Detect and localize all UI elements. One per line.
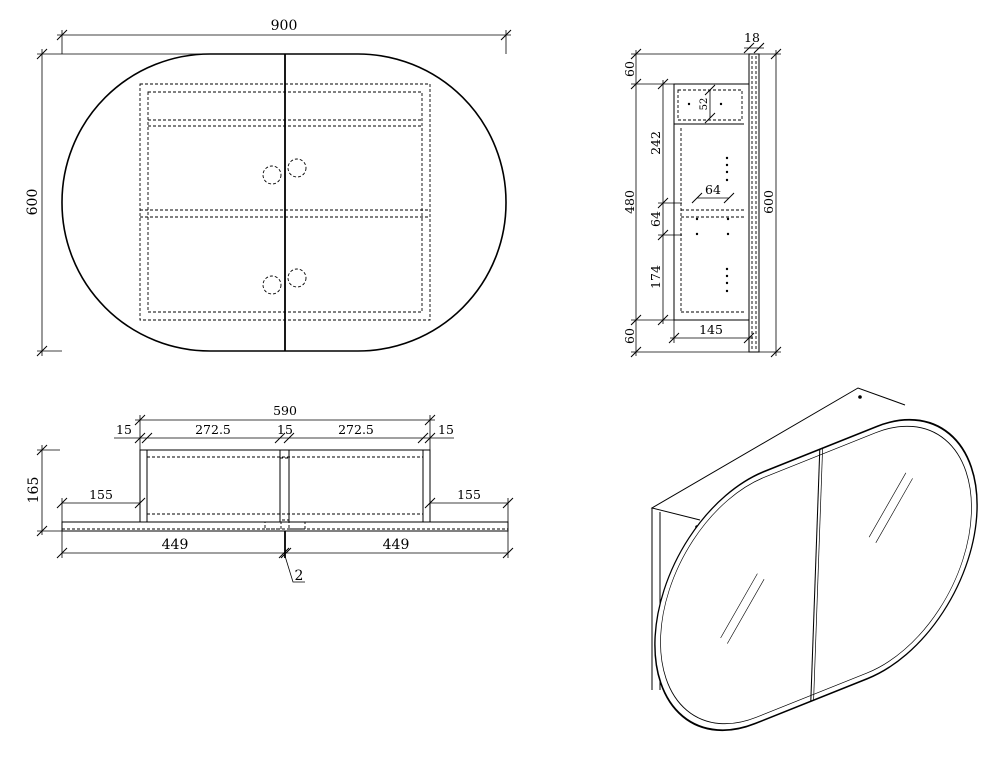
mirror-doors <box>654 418 978 732</box>
front-view: 900 600 <box>25 18 512 357</box>
left-door-label: 449 <box>162 537 189 553</box>
body-height-label: 480 <box>622 190 637 214</box>
total-height-label: 600 <box>761 190 776 214</box>
mirror-outline <box>61 53 507 352</box>
height-label: 600 <box>25 189 41 216</box>
center-panel-label: 15 <box>277 422 293 437</box>
mirror-door <box>748 53 760 353</box>
cabinet-inner-hidden <box>147 91 423 313</box>
cabinet-top-outline <box>139 449 431 523</box>
width-label: 900 <box>271 18 298 34</box>
door-gap-label: 2 <box>295 568 304 584</box>
bottom-gap-label: 60 <box>622 328 637 344</box>
height-dimension: 600 <box>25 48 285 357</box>
top-gap-label: 60 <box>622 61 637 77</box>
left-bay-label: 272.5 <box>195 422 231 437</box>
lower-section-label: 174 <box>648 265 663 289</box>
top-box-label: 52 <box>699 98 710 111</box>
right-overhang-label: 155 <box>457 487 481 502</box>
depth-label: 165 <box>26 477 42 504</box>
right-door-label: 449 <box>383 537 410 553</box>
right-bay-label: 272.5 <box>338 422 374 437</box>
left-panel-label: 15 <box>116 422 132 437</box>
top-view: 590 15 272.5 15 272.5 15 165 155 155 449… <box>26 403 514 584</box>
cabinet-body <box>673 83 750 321</box>
shelf-gap-label: 64 <box>648 211 663 227</box>
cabinet-hidden-outline <box>139 83 431 321</box>
right-panel-label: 15 <box>438 422 454 437</box>
hinge-hole <box>262 165 282 185</box>
hinge-hole <box>262 275 282 295</box>
upper-section-label: 242 <box>648 131 663 155</box>
hinge-hole <box>287 158 307 178</box>
depth-label: 145 <box>699 322 723 337</box>
glass-reflection <box>720 472 913 644</box>
left-overhang-label: 155 <box>89 487 113 502</box>
hole-spacing-label: 64 <box>705 182 721 197</box>
door-panels <box>61 521 509 532</box>
overall-width-label: 590 <box>273 403 297 418</box>
cabinet-top-edges <box>650 387 906 521</box>
isometric-view <box>650 387 978 732</box>
door-thickness-label: 18 <box>744 30 760 45</box>
width-dimension: 900 <box>56 18 512 54</box>
side-view: 52 64 60 480 60 242 64 174 600 18 145 <box>622 30 782 358</box>
hinge-hole <box>287 268 307 288</box>
shelf-pin-holes <box>687 102 730 293</box>
